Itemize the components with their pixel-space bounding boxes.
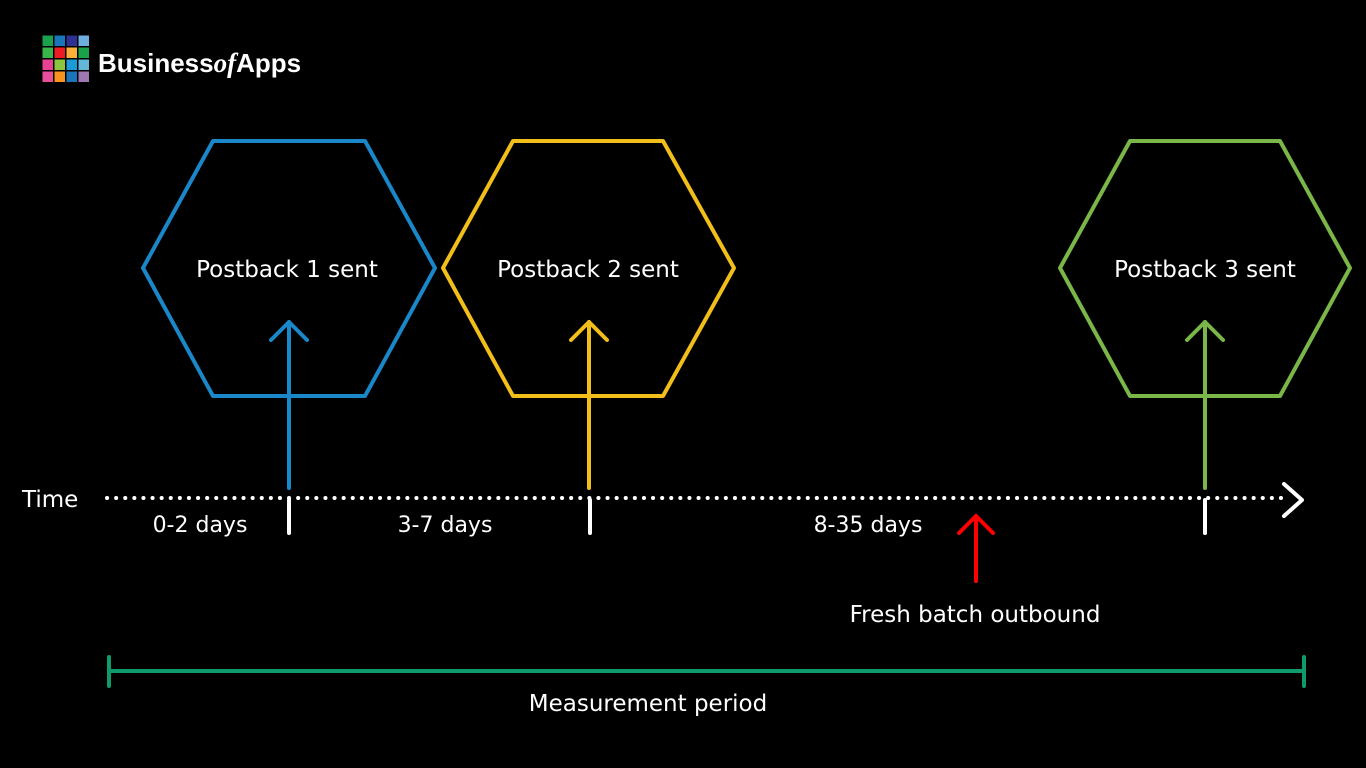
brand-logo: BusinessofApps xyxy=(42,35,301,82)
logo-square xyxy=(78,71,89,82)
logo-square xyxy=(78,59,89,70)
postback-2-label: Postback 2 sent xyxy=(497,257,679,283)
logo-square xyxy=(42,59,53,70)
logo-square xyxy=(54,59,65,70)
logo-square xyxy=(78,47,89,58)
postback-2-arrow-icon xyxy=(569,320,609,490)
postback-1-arrow-icon xyxy=(269,320,309,490)
postback-3-hexagon xyxy=(1058,139,1352,398)
segment-label-3: 8-35 days xyxy=(814,513,923,538)
logo-square xyxy=(54,35,65,46)
postback-1-label: Postback 1 sent xyxy=(196,257,378,283)
time-axis-label: Time xyxy=(21,487,78,513)
logo-square xyxy=(78,35,89,46)
segment-label-2: 3-7 days xyxy=(398,513,493,538)
logo-square xyxy=(42,71,53,82)
postback-3-arrow-icon xyxy=(1185,320,1225,490)
measurement-period xyxy=(107,655,1306,688)
postback-2-hexagon xyxy=(441,139,736,398)
postback-3: Postback 3 sent xyxy=(1058,139,1352,490)
logo-square xyxy=(66,35,77,46)
time-axis: Time 0-2 days 3-7 days 8-35 days xyxy=(21,482,1304,538)
logo-grid-icon xyxy=(42,35,89,82)
postback-1-hexagon xyxy=(141,139,437,398)
postback-3-label: Postback 3 sent xyxy=(1114,257,1296,283)
postback-1: Postback 1 sent xyxy=(141,139,437,490)
segment-label-1: 0-2 days xyxy=(153,513,248,538)
logo-square xyxy=(66,47,77,58)
logo-square xyxy=(66,59,77,70)
logo-square xyxy=(54,47,65,58)
fresh-batch-arrow-icon xyxy=(957,514,995,583)
logo-square xyxy=(42,47,53,58)
measurement-period-label: Measurement period xyxy=(529,691,767,717)
logo-square xyxy=(54,71,65,82)
brand-name: BusinessofApps xyxy=(98,48,301,78)
logo-square xyxy=(42,35,53,46)
fresh-batch-event: Fresh batch outbound xyxy=(850,514,1101,628)
fresh-batch-label: Fresh batch outbound xyxy=(850,602,1101,628)
postback-2: Postback 2 sent xyxy=(441,139,736,490)
logo-square xyxy=(66,71,77,82)
time-axis-arrowhead-icon xyxy=(1282,482,1304,518)
